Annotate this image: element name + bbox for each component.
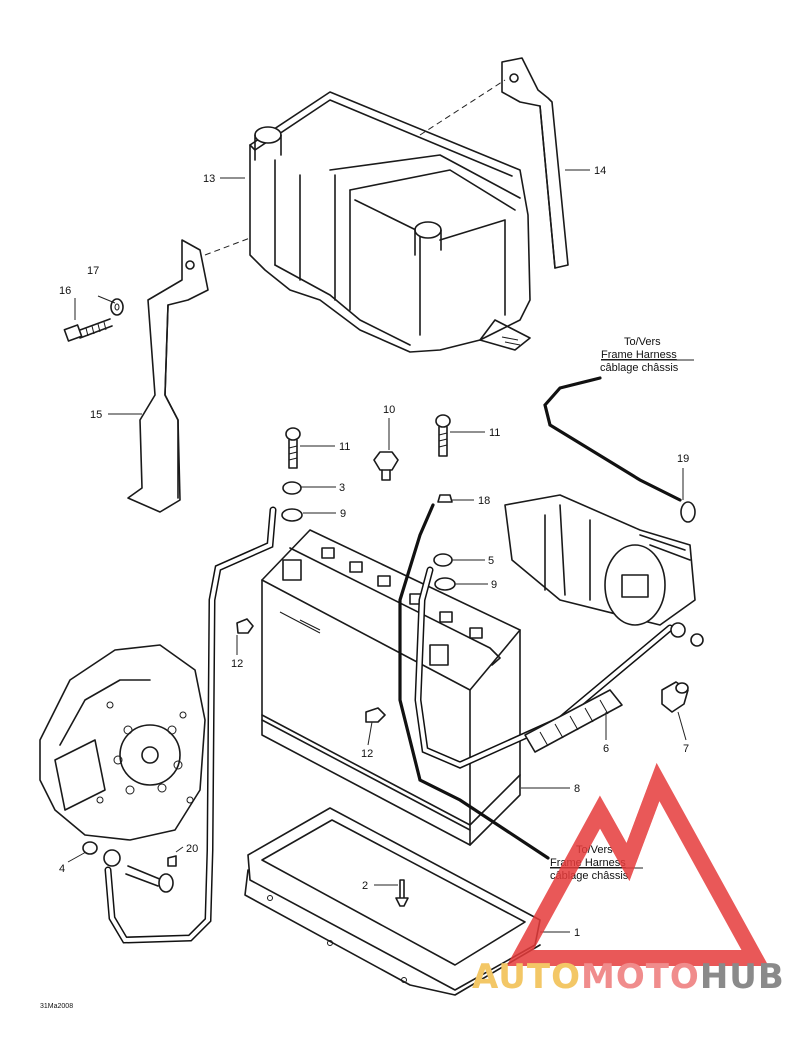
- watermark-logo: [506, 762, 769, 966]
- washer-9-left: [281, 508, 303, 522]
- cover-bracket-left: [127, 239, 209, 513]
- washer-17: [110, 298, 124, 316]
- callout-11-left: 11: [339, 441, 350, 453]
- washer-5: [433, 553, 453, 567]
- callout-12-center: 12: [361, 748, 373, 760]
- nut-10: [373, 451, 399, 481]
- callout-6: 6: [603, 743, 609, 755]
- washer-18: [437, 494, 453, 503]
- ground-ring-terminal: [103, 849, 121, 867]
- bolt-11-left: [285, 427, 301, 469]
- frame-harness-cable-lower: [398, 503, 550, 860]
- washer-3: [282, 481, 302, 495]
- svg-text:To/Vers: To/Vers: [624, 336, 661, 348]
- svg-text:Frame Harness: Frame Harness: [601, 349, 677, 361]
- callout-3: 3: [339, 482, 345, 494]
- callout-11-right: 11: [489, 427, 500, 439]
- callout-10: 10: [383, 404, 395, 416]
- bolt-11-right: [435, 414, 451, 457]
- callout-20: 20: [186, 843, 198, 855]
- washer-20: [167, 855, 177, 867]
- callout-9-right: 9: [491, 579, 497, 591]
- washer-4: [82, 841, 98, 855]
- callout-7: 7: [683, 743, 689, 755]
- callout-17: 17: [87, 265, 99, 277]
- callout-numbers: 13 14 15 17 16 10 11 11 3 9 18 5 9 12 12…: [59, 165, 689, 939]
- callout-13: 13: [203, 173, 215, 185]
- bolt-16: [63, 318, 113, 342]
- flywheel-housing: [39, 644, 206, 841]
- leader-lines: [67, 169, 687, 933]
- protective-sleeve: [524, 689, 623, 753]
- nut-12-center: [365, 707, 386, 723]
- frame-harness-cable-upper: [543, 376, 696, 523]
- ground-bolt: [125, 865, 174, 893]
- callout-1: 1: [574, 927, 580, 939]
- callout-8: 8: [574, 783, 580, 795]
- callout-18: 18: [478, 495, 490, 507]
- svg-text:câblage châssis: câblage châssis: [600, 362, 679, 374]
- svg-text:AUTOMOTOHUB: AUTOMOTOHUB: [472, 957, 785, 997]
- washer-9-right: [434, 577, 456, 591]
- callout-19: 19: [677, 453, 689, 465]
- nut-12-left: [236, 618, 254, 634]
- battery-cover: [249, 91, 531, 353]
- callout-4: 4: [59, 863, 65, 875]
- callout-5: 5: [488, 555, 494, 567]
- ground-cable: [104, 506, 277, 944]
- drawing-code: 31Ma2008: [40, 1003, 73, 1010]
- battery: [261, 529, 521, 846]
- callout-2: 2: [362, 880, 368, 892]
- frame-harness-note-top: To/Vers Frame Harness câblage châssis: [600, 336, 694, 374]
- callout-9-left: 9: [340, 508, 346, 520]
- callout-14: 14: [594, 165, 606, 177]
- callout-16: 16: [59, 285, 71, 297]
- bolt-2: [395, 879, 409, 907]
- starter-motor: [504, 494, 704, 647]
- cover-bracket-right: [501, 57, 569, 269]
- watermark-text: AUTOMOTOHUB: [472, 957, 785, 997]
- callout-15: 15: [90, 409, 102, 421]
- callout-12-left: 12: [231, 658, 243, 670]
- terminal-boot: [661, 681, 689, 713]
